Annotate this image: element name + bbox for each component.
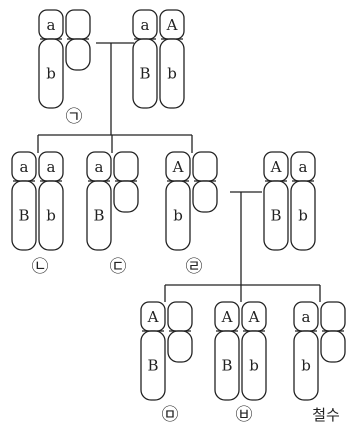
chromosome-upper-arm (113, 151, 139, 182)
allele-lower: b (173, 207, 183, 225)
chromosome-upper-arm (167, 301, 193, 332)
allele-lower: b (46, 207, 56, 225)
allele-upper: a (47, 16, 56, 34)
allele-upper: A (166, 16, 178, 34)
chromosome-set-g3-3: ab (293, 301, 346, 401)
chromosome: aB (11, 151, 37, 251)
chromosome: ab (38, 151, 64, 251)
marker-grandchild2: ㉥ (236, 405, 253, 425)
chromosome-set-g3-1: AB (140, 301, 193, 401)
chromosome: AB (263, 151, 289, 251)
allele-lower: b (46, 65, 56, 83)
allele-upper: A (270, 158, 282, 176)
allele-upper: A (172, 158, 184, 176)
chromosome (167, 301, 193, 363)
chromosome-upper-arm (65, 9, 91, 40)
chromosome: aB (86, 151, 112, 251)
marker-child3: ㉣ (186, 257, 203, 277)
marker-child1: ㉡ (32, 257, 49, 277)
chromosome: ab (290, 151, 316, 251)
allele-lower: B (221, 357, 232, 375)
chromosome-upper-arm (192, 151, 218, 182)
chromosome: Ab (159, 9, 185, 109)
allele-upper: A (248, 308, 260, 326)
allele-upper: a (141, 16, 150, 34)
allele-upper: a (95, 158, 104, 176)
allele-upper: A (147, 308, 159, 326)
chromosome: ab (38, 9, 64, 109)
chromosome-set-g1-left: ab (38, 9, 91, 109)
allele-upper: A (221, 308, 233, 326)
allele-upper: a (299, 158, 308, 176)
allele-lower: b (301, 357, 311, 375)
allele-lower: B (93, 207, 104, 225)
allele-upper: a (302, 308, 311, 326)
chromosome: AB (140, 301, 166, 401)
allele-lower: b (167, 65, 177, 83)
allele-lower: b (249, 357, 259, 375)
chromosome-lower-arm (113, 180, 139, 213)
chromosome (320, 301, 346, 363)
chromosome (113, 151, 139, 213)
chromosome: AB (214, 301, 240, 401)
chromosome-lower-arm (192, 180, 218, 213)
marker-grandchild1: ㉤ (162, 405, 179, 425)
chromosome-lower-arm (320, 330, 346, 363)
allele-lower: B (270, 207, 281, 225)
marker-child2: ㉢ (110, 257, 127, 277)
chromosome: Ab (165, 151, 191, 251)
pedigree-lines (37, 42, 321, 302)
allele-lower: b (298, 207, 308, 225)
chromosome (192, 151, 218, 213)
allele-upper: a (47, 158, 56, 176)
allele-lower: B (147, 357, 158, 375)
chromosome-set-g2-2: aB (86, 151, 139, 251)
chromosome (65, 9, 91, 71)
chromosome-lower-arm (167, 330, 193, 363)
chromosome: Ab (241, 301, 267, 401)
allele-upper: a (20, 158, 29, 176)
chromosome: aB (132, 9, 158, 109)
allele-lower: B (18, 207, 29, 225)
chromosome-upper-arm (320, 301, 346, 332)
name-chulsu: 철수 (312, 406, 340, 424)
chromosome: ab (293, 301, 319, 401)
marker-parent: ㉠ (66, 107, 83, 127)
chromosome-set-g2-3: Ab (165, 151, 218, 251)
allele-lower: B (139, 65, 150, 83)
chromosome-lower-arm (65, 38, 91, 71)
